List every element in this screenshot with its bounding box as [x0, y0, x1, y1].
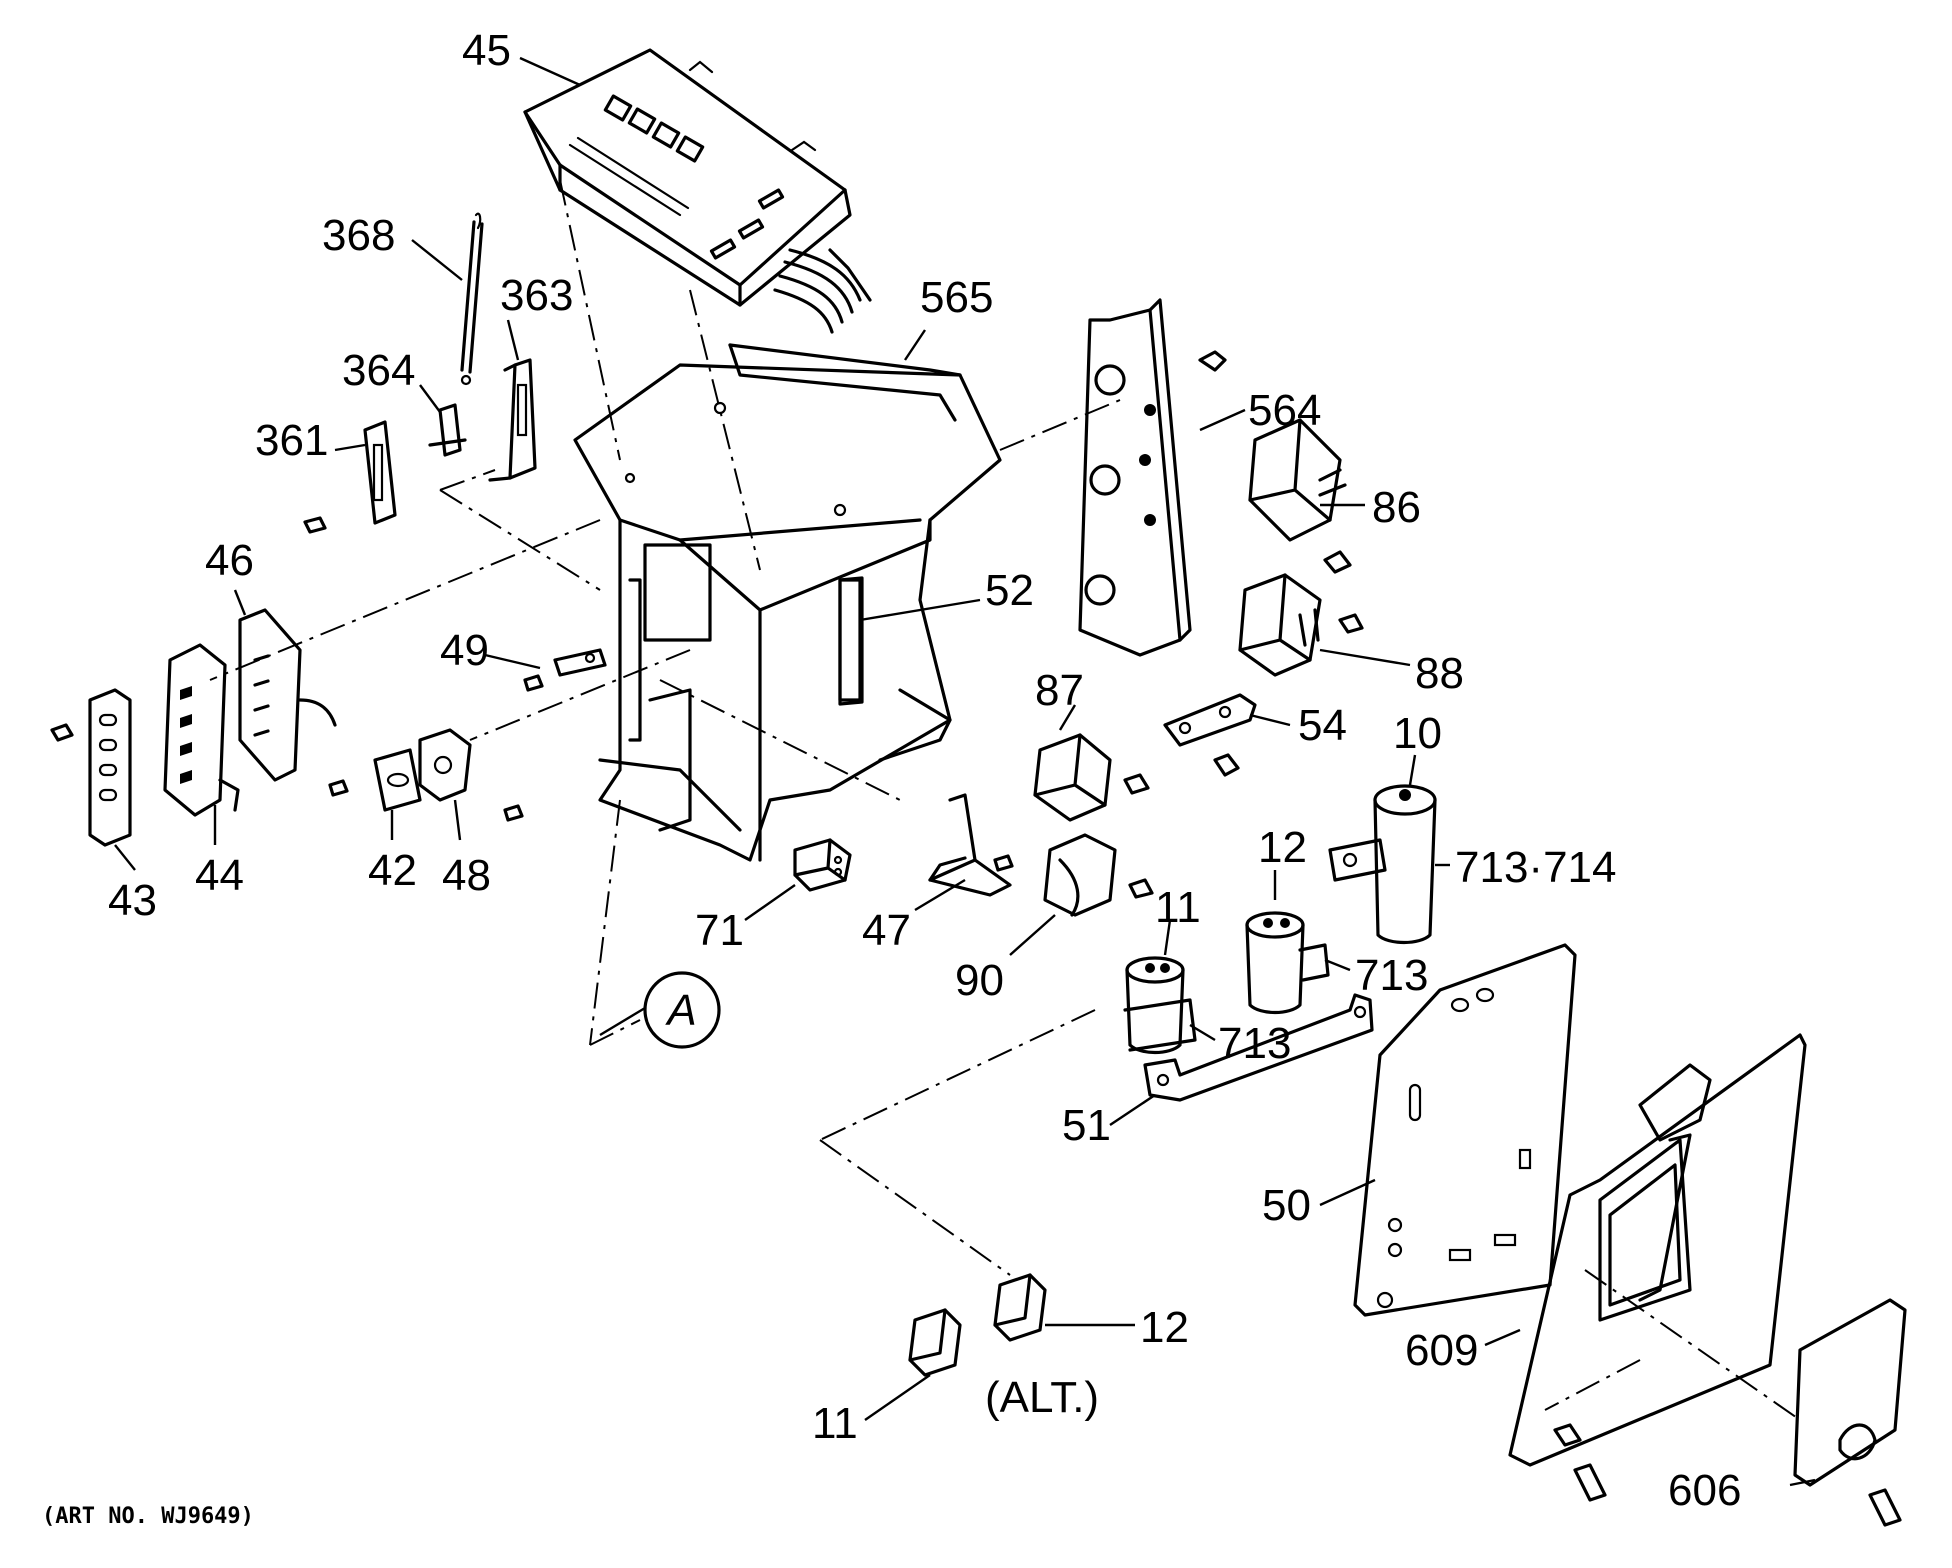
part-606-cover	[1793, 1298, 1907, 1527]
part-565-housing	[573, 343, 1002, 862]
callout-86: 86	[1372, 483, 1421, 532]
callout-49: 49	[440, 626, 489, 675]
detail-a-label: A	[664, 986, 696, 1035]
part-86-relay	[1248, 418, 1352, 574]
callout-51: 51	[1062, 1101, 1111, 1150]
callout-565: 565	[920, 273, 993, 322]
part-54-bracket	[1163, 693, 1257, 777]
art-number: (ART NO. WJ9649)	[42, 1504, 254, 1529]
part-71-connector	[793, 838, 852, 892]
callout-90: 90	[955, 956, 1004, 1005]
callout-45: 45	[462, 26, 511, 75]
part-609-shield	[1508, 1033, 1807, 1502]
callout-42: 42	[368, 846, 417, 895]
callout-44: 44	[195, 851, 244, 900]
callout-713-714: 713·714	[1455, 843, 1616, 892]
part-45-control-panel	[523, 48, 872, 334]
part-49-clip	[523, 648, 607, 692]
callout-363: 363	[500, 271, 573, 320]
part-88-relay	[1238, 573, 1364, 677]
part-42-plate	[328, 748, 422, 812]
callout-11-alt: 11	[812, 1399, 858, 1448]
part-11-alt-relay	[908, 1308, 962, 1377]
callout-609: 609	[1405, 1326, 1478, 1375]
callout-48: 48	[442, 851, 491, 900]
part-48-switch	[418, 728, 524, 822]
callout-54: 54	[1298, 701, 1347, 750]
callout-713-lower: 713	[1218, 1019, 1291, 1068]
callout-labels: 45 368 363 364 361 565 564 86 52 46 49 8…	[108, 26, 1741, 1515]
part-361-plate	[303, 420, 397, 534]
part-87-relay	[1033, 733, 1150, 822]
part-11-capacitor	[1123, 956, 1197, 1055]
alt-note: (ALT.)	[985, 1373, 1099, 1422]
callout-88: 88	[1415, 649, 1464, 698]
part-364-clip	[428, 403, 467, 457]
part-44-switch-frame	[163, 643, 240, 817]
callout-87: 87	[1035, 666, 1084, 715]
part-46-switch-board	[238, 608, 337, 782]
part-10-capacitor	[1328, 784, 1437, 945]
callout-50: 50	[1262, 1181, 1311, 1230]
callout-368: 368	[322, 211, 395, 260]
callout-12-cap: 12	[1258, 823, 1307, 872]
callout-11-cap: 11	[1155, 883, 1201, 932]
callout-10: 10	[1393, 709, 1442, 758]
callout-713-upper: 713	[1355, 951, 1428, 1000]
part-52-strip	[838, 576, 864, 706]
assembly-lines	[209, 179, 1801, 1421]
detail-a-callout: A	[599, 971, 721, 1049]
part-47-bracket	[928, 793, 1014, 897]
callout-564: 564	[1248, 386, 1321, 435]
part-50-board	[1353, 943, 1577, 1317]
callout-364: 364	[342, 346, 415, 395]
part-90-transformer	[1043, 833, 1154, 917]
callout-47: 47	[862, 906, 911, 955]
callout-43: 43	[108, 876, 157, 925]
part-12-alt-relay	[993, 1273, 1047, 1342]
part-43-switch-cover	[50, 688, 132, 847]
part-564-panel	[1078, 298, 1227, 657]
callout-361: 361	[255, 416, 328, 465]
callout-12-alt: 12	[1140, 1303, 1189, 1352]
part-368-rod	[460, 212, 484, 386]
callout-606: 606	[1668, 1466, 1741, 1515]
part-363-bracket	[488, 358, 537, 482]
leader-lines	[114, 56, 1816, 1487]
callout-46: 46	[205, 536, 254, 585]
callout-71: 71	[695, 906, 744, 955]
callout-52: 52	[985, 566, 1034, 615]
part-12-capacitor	[1245, 911, 1330, 1015]
part-51-bracket	[1143, 993, 1374, 1102]
